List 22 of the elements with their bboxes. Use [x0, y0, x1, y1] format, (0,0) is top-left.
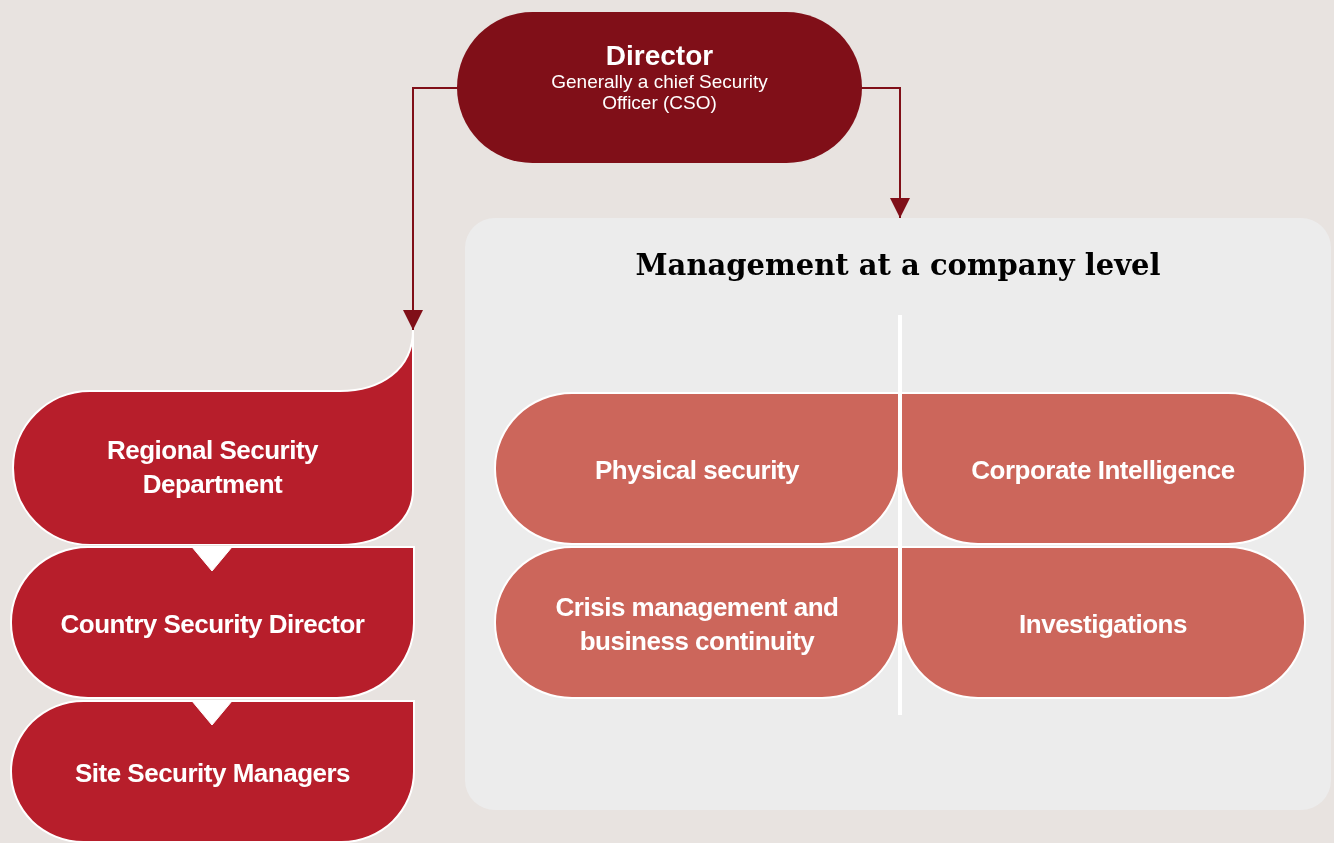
function-shape [494, 546, 900, 699]
role-label: Regional Security Department [105, 434, 320, 501]
role-label: Corporate Intelligence [971, 453, 1235, 487]
function-shape [900, 392, 1306, 545]
arrow [191, 546, 233, 572]
role-description: Generally a chief Security Officer (CSO) [550, 72, 769, 114]
department-shape [10, 700, 415, 843]
role-label: Site Security Managers [74, 756, 351, 790]
arrow [859, 87, 910, 219]
role-title: Director [605, 41, 714, 72]
group-panel [465, 218, 1331, 810]
role-label: Investigations [1019, 607, 1187, 641]
role-label: Crisis management and business continuity [554, 590, 840, 658]
role-label: Physical security [595, 453, 799, 487]
arrow [403, 87, 460, 331]
department-shape [10, 546, 415, 699]
function-shape [494, 392, 900, 545]
function-shape [900, 546, 1306, 699]
panel-heading: Management at a company level [634, 248, 1162, 282]
arrow [191, 700, 233, 726]
role-label: Country Security Director [60, 607, 365, 641]
department-shape [10, 330, 415, 545]
